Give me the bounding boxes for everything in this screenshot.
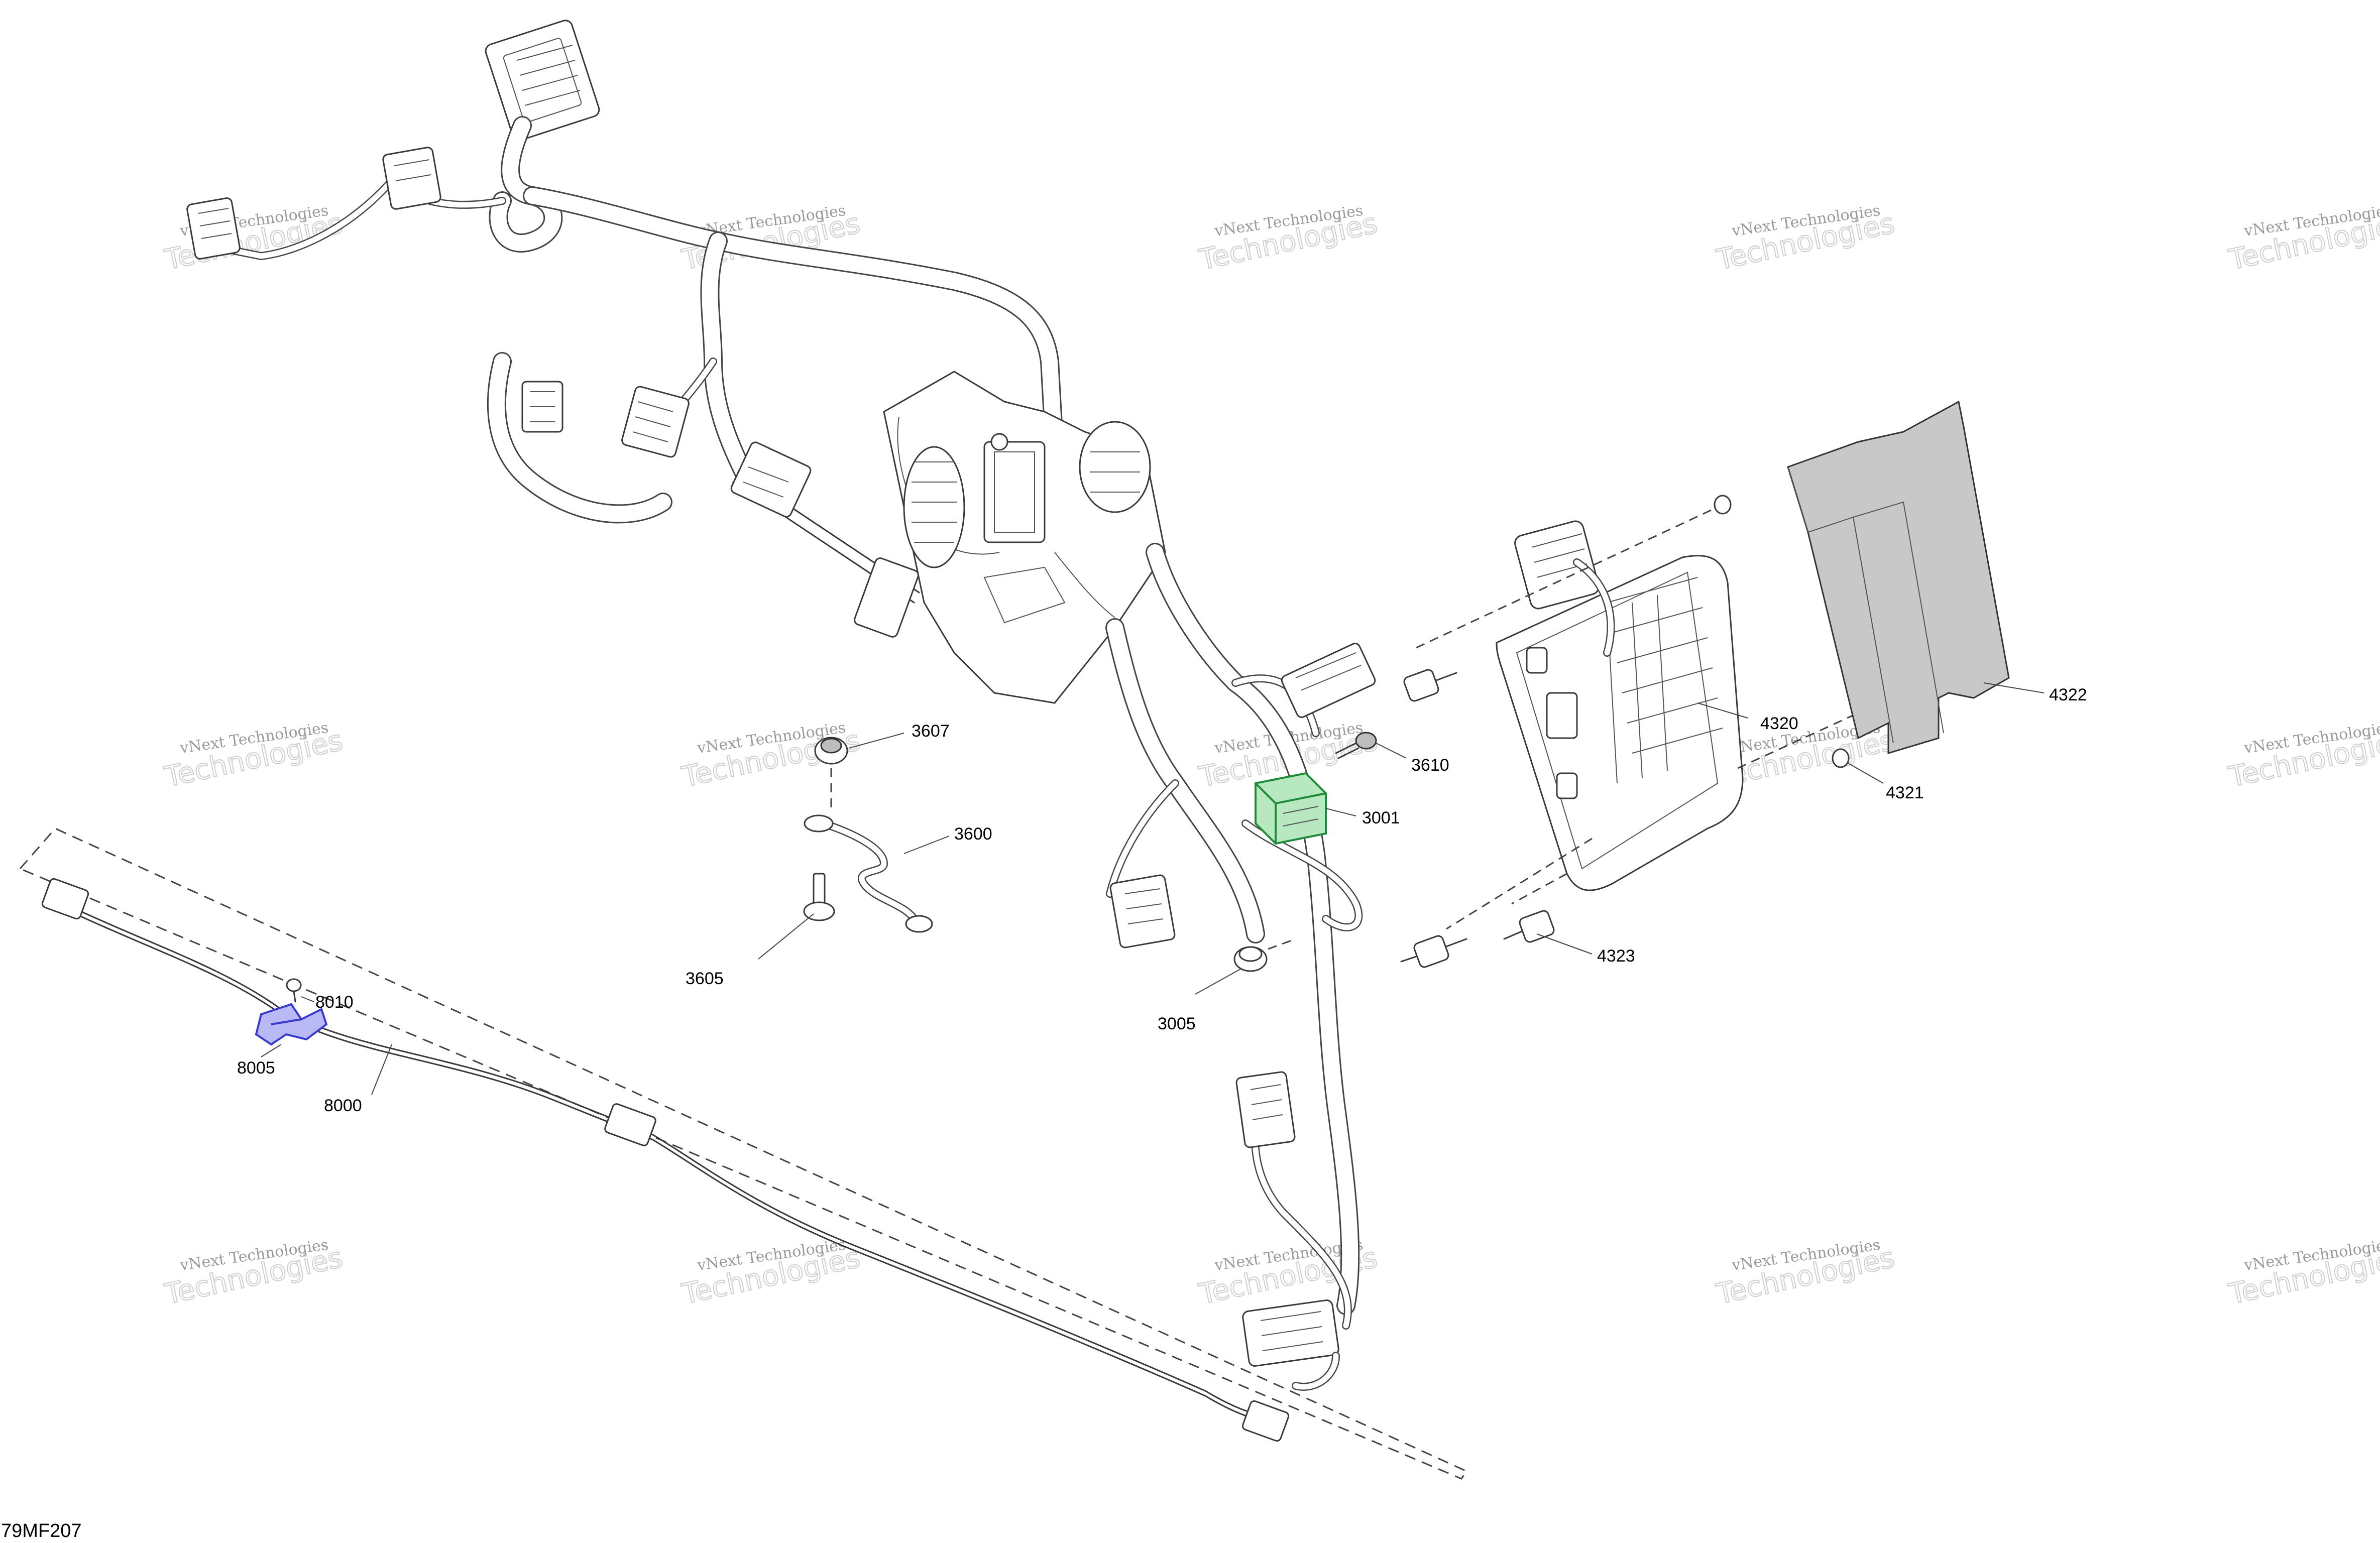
label-3607: 3607 <box>912 722 950 741</box>
voltage-regulator-4320 <box>1416 506 1859 930</box>
nut-3607 <box>814 737 848 808</box>
harness-connector-left-2 <box>382 147 441 210</box>
harness-connector-lower-left <box>1109 874 1176 948</box>
figure-id: 79MF207 <box>1 1520 82 1541</box>
watermark: Technologies vNext Technologies <box>678 1236 863 1312</box>
watermark: Technologies vNext Technologies <box>2225 1236 2380 1312</box>
harness-connector-bottom-1 <box>1235 1071 1296 1148</box>
bolt-3605 <box>803 873 835 921</box>
harness-bracket-connector <box>730 441 812 518</box>
harness-connector-left-1 <box>186 197 241 260</box>
watermark: Technologies vNext Technologies <box>1713 202 1898 277</box>
part-labels: 3607 3600 3605 3610 3001 3005 4320 4321 … <box>237 685 2087 1115</box>
harness-connector-loop <box>521 381 563 433</box>
label-4323: 4323 <box>1597 946 1635 966</box>
watermark: Technologies vNext Technologies <box>1713 1236 1898 1312</box>
label-3005: 3005 <box>1158 1014 1196 1033</box>
label-8000: 8000 <box>324 1096 362 1115</box>
harness-central-block <box>883 371 1166 704</box>
label-4322: 4322 <box>2049 685 2087 704</box>
label-3001: 3001 <box>1362 808 1400 827</box>
harness-connector-mid <box>621 386 690 458</box>
label-4321: 4321 <box>1886 783 1924 802</box>
harness-connector-bottom-2 <box>1242 1299 1339 1367</box>
nut-3005 <box>1233 938 1296 972</box>
watermark: Technologies vNext Technologies <box>2225 719 2380 794</box>
label-8005: 8005 <box>237 1058 275 1078</box>
label-3610: 3610 <box>1411 756 1449 775</box>
label-3600: 3600 <box>954 824 992 844</box>
harness-clip <box>854 557 919 638</box>
clip-8005-highlighted <box>255 1003 328 1046</box>
watermark: Technologies vNext Technologies <box>161 1236 346 1312</box>
leader-lines <box>261 682 2045 1095</box>
label-8010: 8010 <box>315 993 354 1012</box>
screw-3610 <box>1335 732 1377 759</box>
nut-4321 <box>1714 495 1850 768</box>
heat-shield-4322 <box>1787 400 2010 755</box>
sensor-cable-8000 <box>19 827 1468 1480</box>
label-3605: 3605 <box>686 969 724 988</box>
connector-bracket <box>1281 643 1376 718</box>
ground-cable-3600 <box>804 814 933 933</box>
watermark: Technologies vNext Technologies <box>161 719 346 794</box>
watermark: Technologies vNext Technologies <box>1196 202 1381 277</box>
harness-top-connector <box>485 20 600 141</box>
relay-3001-highlighted <box>1255 772 1327 845</box>
rubber-mount-4323 <box>1400 669 1555 968</box>
screw-8010 <box>286 978 302 1003</box>
label-4320: 4320 <box>1760 714 1798 733</box>
watermark: Technologies vNext Technologies <box>2225 202 2380 277</box>
main-wiring-harness <box>186 20 1363 1391</box>
